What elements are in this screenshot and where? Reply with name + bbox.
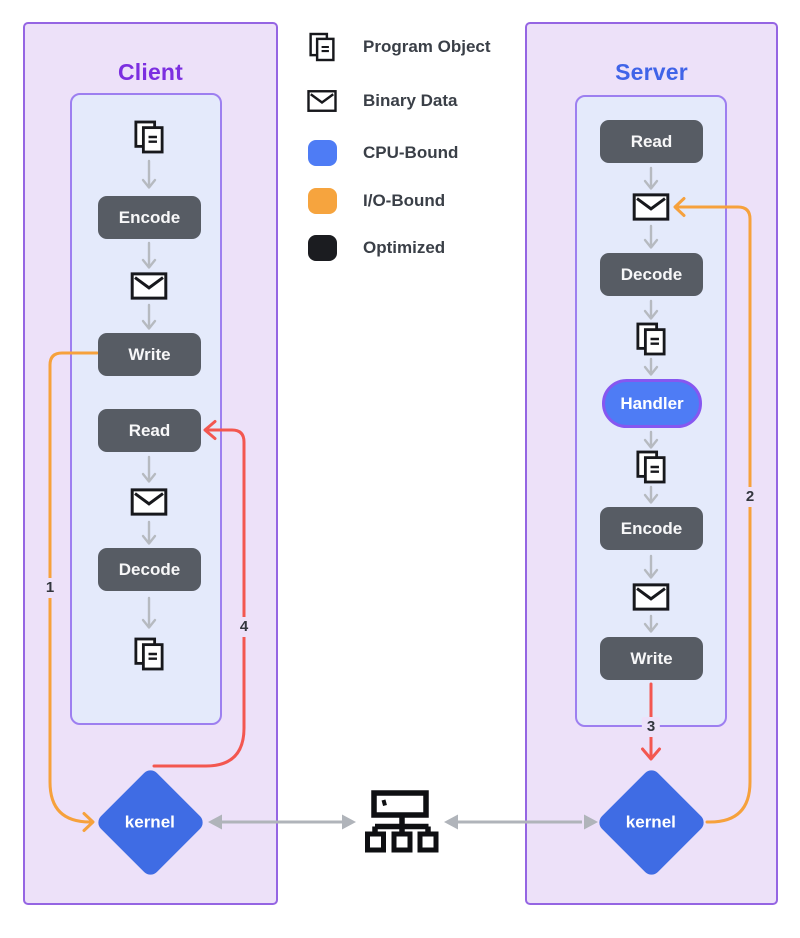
program-object-icon xyxy=(636,322,666,356)
legend-item-cpu-bound: CPU-Bound xyxy=(306,138,458,168)
legend-label-optimized: Optimized xyxy=(363,238,446,257)
legend-label-io-bound: I/O-Bound xyxy=(363,191,446,210)
binary-data-icon xyxy=(632,583,670,611)
client-panel-title: Client xyxy=(117,59,184,85)
edge-label-2: 2 xyxy=(740,487,760,507)
server-read-node: Read xyxy=(600,120,703,163)
legend-item-io-bound: I/O-Bound xyxy=(306,186,445,216)
client-kernel-label: kernel xyxy=(125,812,176,832)
binary-data-icon xyxy=(130,272,168,300)
client-read-node: Read xyxy=(98,409,201,452)
legend-item-optimized: Optimized xyxy=(306,233,445,263)
legend-label-program-object: Program Object xyxy=(363,37,491,56)
client-write-node: Write xyxy=(98,333,201,376)
program-object-icon xyxy=(134,120,164,154)
legend-label-binary-data: Binary Data xyxy=(363,91,458,110)
edge-label-1: 1 xyxy=(40,578,60,598)
server-kernel-label: kernel xyxy=(626,812,677,832)
binary-data-icon xyxy=(130,488,168,516)
server-write-node: Write xyxy=(600,637,703,680)
program-object-icon xyxy=(306,32,338,62)
legend-item-program-object: Program Object xyxy=(306,32,491,62)
binary-data-icon xyxy=(306,89,338,113)
client-encode-node: Encode xyxy=(98,196,201,239)
io-bound-swatch xyxy=(306,188,338,214)
legend-item-binary-data: Binary Data xyxy=(306,86,457,116)
network-switch-icon xyxy=(362,787,442,859)
server-panel-title: Server xyxy=(615,59,688,85)
binary-data-icon xyxy=(632,193,670,221)
program-object-icon xyxy=(636,450,666,484)
edge-label-3: 3 xyxy=(641,717,661,737)
server-decode-node: Decode xyxy=(600,253,703,296)
edge-label-4: 4 xyxy=(234,617,254,637)
server-handler-node: Handler xyxy=(602,379,702,428)
cpu-bound-swatch xyxy=(306,140,338,166)
program-object-icon xyxy=(134,637,164,671)
server-encode-node: Encode xyxy=(600,507,703,550)
client-decode-node: Decode xyxy=(98,548,201,591)
optimized-swatch xyxy=(306,235,338,261)
legend-label-cpu-bound: CPU-Bound xyxy=(363,143,459,162)
